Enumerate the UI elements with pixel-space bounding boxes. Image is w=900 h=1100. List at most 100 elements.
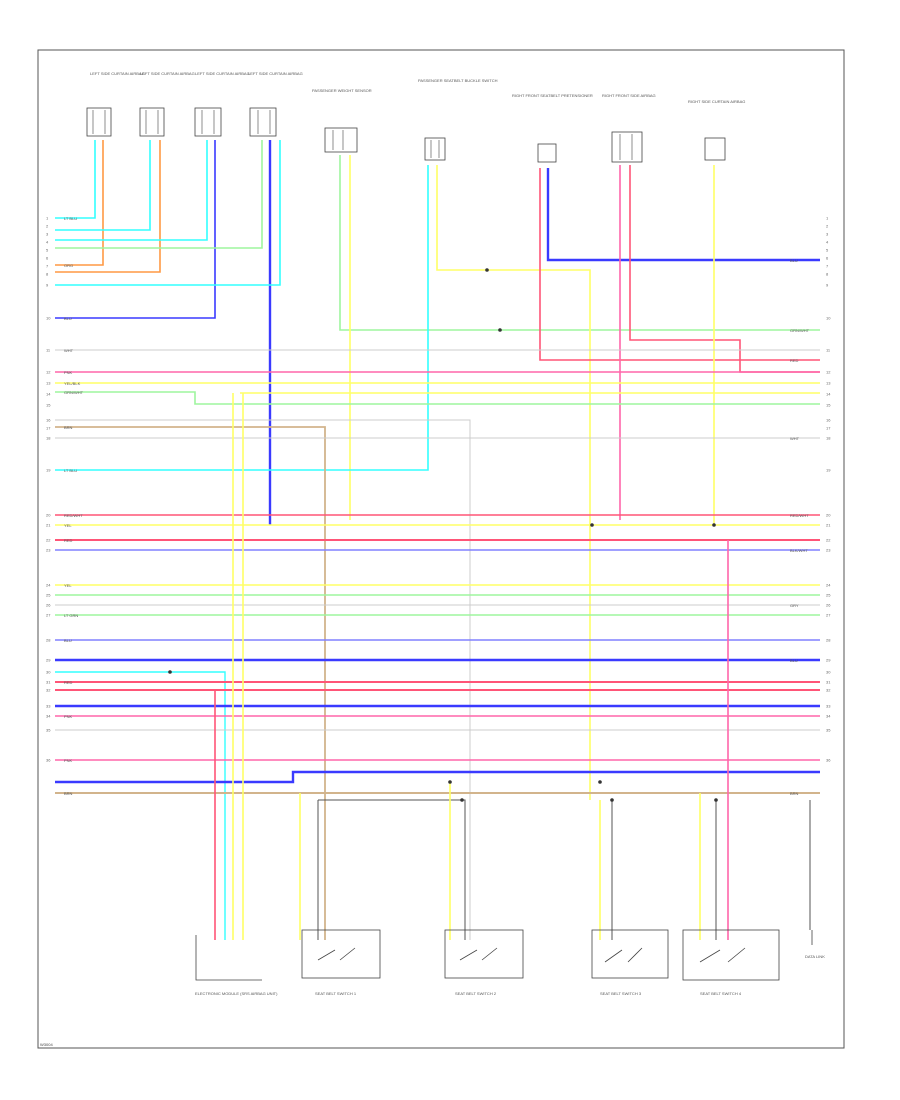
top-component-label: LEFT SIDE CURTAIN AIRBAG	[140, 71, 195, 76]
pin-number: 36	[826, 758, 831, 763]
wire-tag: WHT	[64, 348, 74, 353]
pin-number: 11	[826, 348, 831, 353]
wire-tag: GRY	[790, 603, 799, 608]
pin-number: 35	[826, 728, 831, 733]
top-component-8: RIGHT FRONT SIDE AIRBAG	[602, 93, 656, 163]
pin-number: 32	[826, 688, 831, 693]
pin-number: 7	[46, 264, 49, 269]
pin-number: 10	[46, 316, 51, 321]
pin-number: 25	[46, 593, 51, 598]
wire-tag: BRN	[64, 791, 73, 796]
pin-number: 19	[46, 468, 51, 473]
pin-number: 9	[46, 283, 49, 288]
pin-number: 24	[46, 583, 51, 588]
bottom-component-3: SEAT BELT SWITCH 2	[444, 929, 524, 996]
pin-number: 7	[826, 264, 829, 269]
top-component-label: RIGHT FRONT SEATBELT PRETENSIONER	[512, 93, 593, 98]
wire-tag: PNK	[64, 758, 73, 763]
wire-tag: GRN/WHT	[64, 390, 84, 395]
pin-number: 12	[826, 370, 831, 375]
pin-number: 13	[826, 381, 831, 386]
top-component-label: LEFT SIDE CURTAIN AIRBAG	[90, 71, 145, 76]
pin-number: 29	[46, 658, 51, 663]
pin-number: 21	[46, 523, 51, 528]
pin-number: 19	[826, 468, 831, 473]
pin-number: 6	[826, 256, 829, 261]
bottom-component-5: SEAT BELT SWITCH 4	[682, 929, 780, 996]
pin-number: 23	[826, 548, 831, 553]
pin-number: 2	[826, 224, 829, 229]
top-component-4: LEFT SIDE CURTAIN AIRBAG	[248, 71, 303, 137]
pin-number: 18	[46, 436, 51, 441]
pin-number: 29	[826, 658, 831, 663]
horizontal-bus	[55, 349, 820, 940]
bottom-component-1: ELECTRONIC MODULE (SRS AIRBAG UNIT)	[195, 935, 278, 996]
pin-number: 23	[46, 548, 51, 553]
pin-number: 17	[46, 426, 51, 431]
wire-tag: BRN	[64, 425, 73, 430]
wire-tag: YEL	[64, 523, 72, 528]
pin-number: 3	[46, 232, 49, 237]
pin-number: 15	[46, 403, 51, 408]
pin-number: 20	[46, 513, 51, 518]
top-component-label: RIGHT SIDE CURTAIN AIRBAG	[688, 99, 745, 104]
pin-number: 8	[46, 272, 49, 277]
bottom-component-label: SEAT BELT SWITCH 2	[455, 991, 497, 996]
top-component-7: RIGHT FRONT SEATBELT PRETENSIONER	[512, 93, 593, 163]
pin-number: 33	[46, 704, 51, 709]
top-component-6: PASSENGER SEATBELT BUCKLE SWITCH	[418, 78, 498, 161]
wire-tag: PNK	[64, 370, 73, 375]
pin-number: 31	[46, 680, 51, 685]
pin-number: 5	[826, 248, 829, 253]
pin-number: 32	[46, 688, 51, 693]
pin-number: 26	[46, 603, 51, 608]
pin-number: 15	[826, 403, 831, 408]
bottom-component-label: ELECTRONIC MODULE (SRS AIRBAG UNIT)	[195, 991, 278, 996]
wire-tag: RED	[790, 358, 799, 363]
pin-number: 2	[46, 224, 49, 229]
pin-number: 4	[46, 240, 49, 245]
diagram-frame	[37, 49, 845, 1049]
bottom-component-label: SEAT BELT SWITCH 1	[315, 991, 357, 996]
bottom-component-label: SEAT BELT SWITCH 3	[600, 991, 642, 996]
wire-tag: BLU	[790, 658, 798, 663]
pin-number: 18	[826, 436, 831, 441]
diagram-code: W3004	[40, 1042, 53, 1047]
top-component-label: PASSENGER SEATBELT BUCKLE SWITCH	[418, 78, 498, 83]
bottom-component-2: SEAT BELT SWITCH 1	[301, 929, 381, 996]
pin-number: 13	[46, 381, 51, 386]
wire-tag: BRN	[790, 791, 799, 796]
pin-number: 33	[826, 704, 831, 709]
pin-number: 5	[46, 248, 49, 253]
pin-number: 25	[826, 593, 831, 598]
pin-number: 24	[826, 583, 831, 588]
pin-number: 14	[46, 392, 51, 397]
wire-tag: LT BLU	[64, 468, 77, 473]
wire-tag: RED	[64, 680, 73, 685]
pin-number: 12	[46, 370, 51, 375]
pin-number: 28	[46, 638, 51, 643]
pin-number: 22	[46, 538, 51, 543]
pin-number: 16	[826, 418, 831, 423]
pin-number: 30	[826, 670, 831, 675]
wire-tag: ORG	[64, 263, 73, 268]
wire-tag: RED/WHT	[790, 513, 809, 518]
splice-points	[168, 268, 718, 802]
pin-number: 21	[826, 523, 831, 528]
pin-number: 1	[826, 216, 829, 221]
pin-number: 1	[46, 216, 49, 221]
wire-tag: BLK/WHT	[790, 548, 808, 553]
pin-number: 22	[826, 538, 831, 543]
top-wire-drops	[55, 140, 820, 800]
top-component-1: LEFT SIDE CURTAIN AIRBAG	[86, 71, 145, 137]
top-component-5: PASSENGER WEIGHT SENSOR	[312, 88, 372, 153]
pin-number: 4	[826, 240, 829, 245]
bottom-component-label: DATA LINK	[805, 954, 825, 959]
bottom-component-6: DATA LINK	[805, 930, 825, 959]
pin-number: 31	[826, 680, 831, 685]
top-component-label: LEFT SIDE CURTAIN AIRBAG	[195, 71, 250, 76]
wire-tag: RED	[64, 538, 73, 543]
pin-number: 14	[826, 392, 831, 397]
top-component-3: LEFT SIDE CURTAIN AIRBAG	[194, 71, 250, 137]
